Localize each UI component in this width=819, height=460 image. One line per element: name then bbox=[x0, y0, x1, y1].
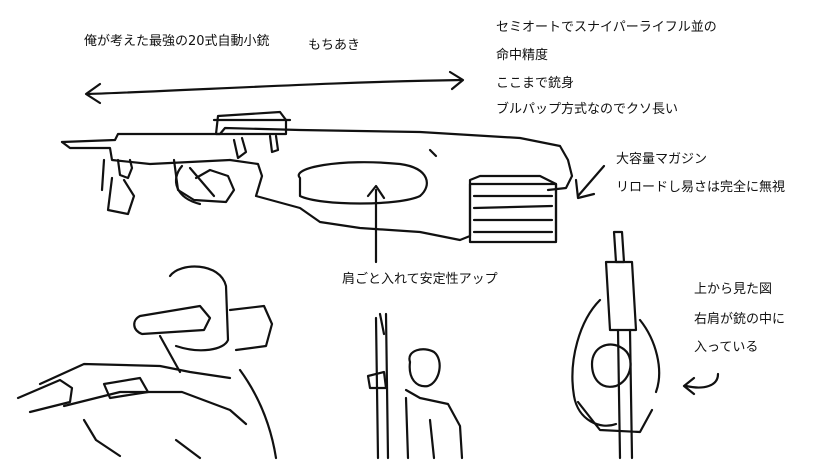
length-arrow bbox=[86, 72, 463, 103]
magazine-line-2: リロードし易さは完全に無視 bbox=[616, 180, 785, 196]
top-view-line-3: 入っている bbox=[694, 340, 758, 356]
top-view-line-1: 上から見た図 bbox=[694, 282, 772, 298]
standing-figure bbox=[368, 314, 462, 458]
title-text: 俺が考えた最強の20式自動小銃 bbox=[84, 34, 270, 50]
stability-arrow bbox=[368, 186, 384, 262]
top-view-figure bbox=[572, 232, 659, 458]
top-view-line-2: 右肩が銃の中に bbox=[694, 312, 785, 328]
accuracy-line-2: 命中精度 bbox=[496, 48, 548, 64]
stability-text: 肩ごと入れて安定性アップ bbox=[342, 272, 498, 288]
top-view-arrow bbox=[684, 374, 718, 394]
accuracy-line-3: ここまで銃身 bbox=[496, 76, 574, 92]
accuracy-line-4: ブルパップ方式なのでクソ長い bbox=[496, 102, 678, 118]
rifle-sketch bbox=[62, 112, 572, 242]
shooter-figure bbox=[18, 267, 276, 458]
author-text: もちあき bbox=[308, 38, 360, 54]
accuracy-line-1: セミオートでスナイパーライフル並の bbox=[496, 20, 717, 36]
magazine-line-1: 大容量マガジン bbox=[616, 152, 707, 168]
magazine-arrow bbox=[576, 166, 604, 198]
